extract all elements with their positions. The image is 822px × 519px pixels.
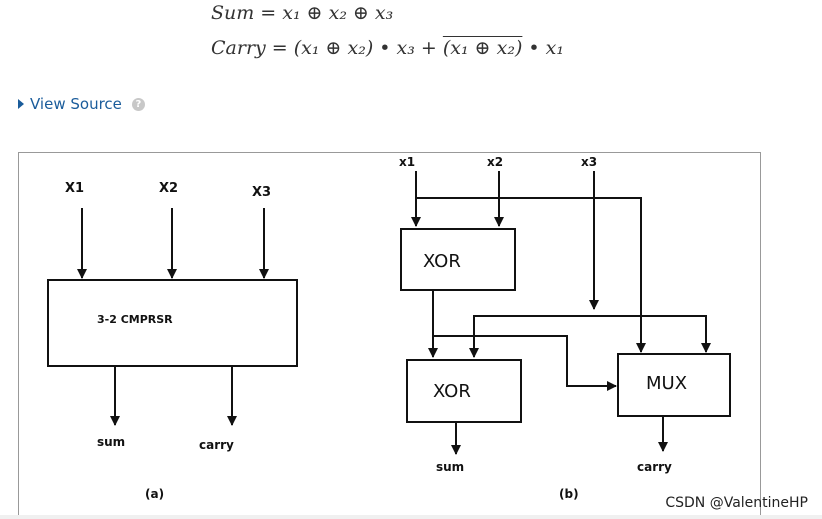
left-input-label-1: X1 <box>65 181 84 196</box>
carry-formula-suffix: • x₁ <box>522 37 564 59</box>
csdn-watermark: CSDN @ValentineHP <box>665 495 808 511</box>
right-carry-label: carry <box>637 460 672 474</box>
view-source-label: View Source <box>30 95 122 113</box>
figure-svg: X1 X2 X3 3-2 CMPRSR sum carry (a) <box>47 155 731 501</box>
left-sum-label: sum <box>97 435 125 449</box>
sum-formula: Sum = x₁ ⊕ x₂ ⊕ x₃ <box>211 2 394 24</box>
left-carry-label: carry <box>199 438 234 452</box>
view-source-link[interactable]: View Source ? <box>18 94 145 114</box>
xor2-label: XOR <box>433 381 471 402</box>
x3-bus-arrow <box>473 315 711 353</box>
left-input-label-3: X3 <box>252 185 271 200</box>
page-bottom-divider <box>0 515 822 519</box>
carry-formula: Carry = (x₁ ⊕ x₂) • x₃ + (x₁ ⊕ x₂) • x₁ <box>211 37 564 59</box>
xor1-to-mux-arrow <box>433 335 617 391</box>
compressor-block-label: 3-2 CMPRSR <box>97 313 173 326</box>
help-icon[interactable]: ? <box>131 97 145 111</box>
compressor-block <box>47 279 298 367</box>
right-diagram <box>400 171 731 455</box>
mux-block <box>617 353 731 417</box>
left-caption: (a) <box>145 487 164 501</box>
left-input-label-2: X2 <box>159 181 178 196</box>
xor1-gate <box>400 228 516 291</box>
compressor-figure: X1 X2 X3 3-2 CMPRSR sum carry (a) <box>18 152 761 516</box>
mux-label: MUX <box>646 373 687 394</box>
right-sum-label: sum <box>436 460 464 474</box>
left-diagram <box>47 208 298 426</box>
right-input-label-1: x1 <box>399 155 415 169</box>
x1-to-mux-arrow <box>416 197 646 353</box>
xor2-gate <box>406 359 522 423</box>
caret-right-icon <box>18 99 24 109</box>
carry-formula-overlined: (x₁ ⊕ x₂) <box>442 37 523 59</box>
right-input-label-3: x3 <box>581 155 597 169</box>
right-caption: (b) <box>559 487 579 501</box>
xor1-label: XOR <box>423 251 461 272</box>
carry-formula-prefix: Carry = (x₁ ⊕ x₂) • x₃ + <box>211 37 443 59</box>
right-input-label-2: x2 <box>487 155 503 169</box>
